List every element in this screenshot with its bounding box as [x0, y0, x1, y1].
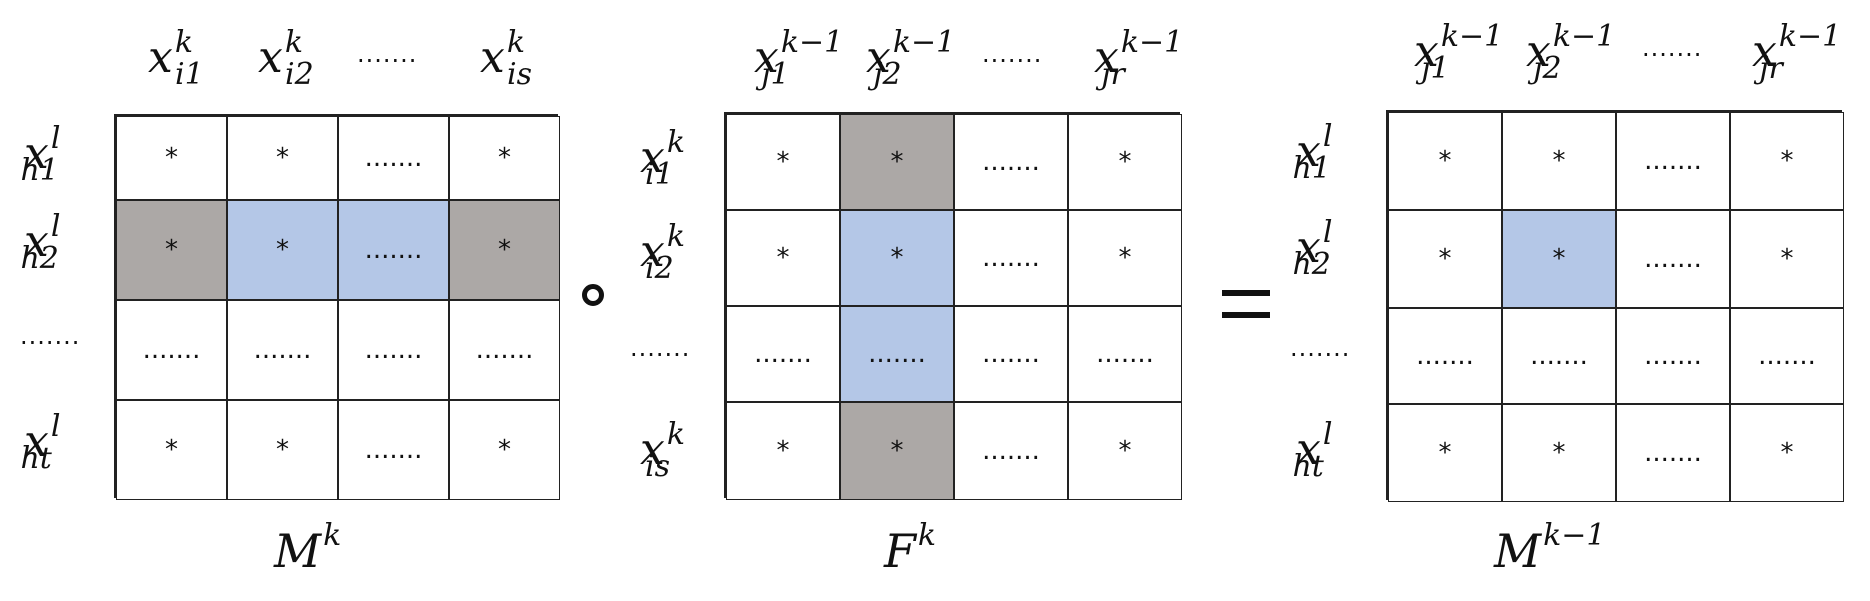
matrix_f-cell-r4-c2: * [840, 402, 954, 500]
m-col-header-4: xkis [480, 25, 533, 92]
r-col-header-2: xk−1j2 [1526, 19, 1616, 86]
r-col-header-1: xk−1j1 [1414, 19, 1504, 86]
matrix_result-cell-r3-c2: ....... [1502, 308, 1616, 404]
f-col-header-2: xk−1j2 [866, 25, 956, 92]
m-row-header-2: xlh2 [20, 209, 61, 276]
matrix_f-cell-r1-c3: ....... [954, 114, 1068, 210]
matrix_f-cell-r1-c1: * [726, 114, 840, 210]
matrix_m-cell-r3-c4: ....... [449, 300, 560, 400]
equals-operator [1222, 290, 1270, 322]
matrix_f-cell-r4-c1: * [726, 402, 840, 500]
matrix_f-cell-r3-c4: ....... [1068, 306, 1182, 402]
matrix_result-cell-r1-c3: ....... [1616, 112, 1730, 210]
matrix_m-cell-r4-c3: ....... [338, 400, 449, 500]
r-col-header-dots: ....... [1642, 34, 1703, 62]
matrix-f-grid: **.......***.......*....................… [724, 112, 1182, 500]
matrix_f-cell-r2-c3: ....... [954, 210, 1068, 306]
matrix_m-cell-r1-c2: * [227, 116, 338, 200]
matrix_f-cell-r3-c2: ....... [840, 306, 954, 402]
matrix_f-cell-r2-c1: * [726, 210, 840, 306]
matrix_m-cell-r3-c3: ....... [338, 300, 449, 400]
m-col-header-dots: ....... [357, 40, 418, 68]
matrix_m-cell-r1-c4: * [449, 116, 560, 200]
f-row-header-2: xki2 [640, 219, 686, 286]
matrix_result-cell-r4-c3: ....... [1616, 404, 1730, 502]
matrix_result-cell-r2-c3: ....... [1616, 210, 1730, 308]
m-col-header-2: xki2 [258, 25, 314, 92]
matrix_f-cell-r4-c4: * [1068, 402, 1182, 500]
matrix_result-cell-r3-c1: ....... [1388, 308, 1502, 404]
compose-operator [582, 284, 604, 306]
m-row-header-4: xlht [20, 409, 61, 476]
m-row-header-1: xlh1 [20, 121, 61, 188]
matrix_m-cell-r1-c3: ....... [338, 116, 449, 200]
f-col-header-dots: ....... [982, 40, 1043, 68]
r-row-header-dots: ....... [1290, 334, 1351, 362]
r-col-header-4: xk−1jr [1752, 19, 1842, 86]
f-col-header-4: xk−1jr [1094, 25, 1184, 92]
matrix_m-cell-r2-c3: ....... [338, 200, 449, 300]
matrix_f-cell-r2-c2: * [840, 210, 954, 306]
f-row-header-dots: ....... [630, 334, 691, 362]
matrix_m-cell-r4-c2: * [227, 400, 338, 500]
matrix_result-cell-r2-c2: * [1502, 210, 1616, 308]
matrix-f-title: Fk [884, 518, 937, 578]
matrix_result-cell-r2-c4: * [1730, 210, 1844, 308]
matrix_result-cell-r1-c4: * [1730, 112, 1844, 210]
matrix_f-cell-r1-c2: * [840, 114, 954, 210]
matrix_result-cell-r1-c1: * [1388, 112, 1502, 210]
r-row-header-2: xlh2 [1292, 215, 1333, 282]
f-col-header-1: xk−1j1 [754, 25, 844, 92]
matrix_m-cell-r3-c1: ....... [116, 300, 227, 400]
matrix_f-cell-r3-c3: ....... [954, 306, 1068, 402]
matrix_m-cell-r2-c1: * [116, 200, 227, 300]
m-row-header-dots: ....... [20, 322, 81, 350]
matrix-m-title: Mk [274, 518, 342, 578]
m-col-header-1: xki1 [148, 25, 204, 92]
matrix_m-cell-r4-c1: * [116, 400, 227, 500]
r-row-header-4: xlht [1292, 417, 1333, 484]
matrix_f-cell-r2-c4: * [1068, 210, 1182, 306]
matrix_m-cell-r4-c4: * [449, 400, 560, 500]
matrix_f-cell-r4-c3: ....... [954, 402, 1068, 500]
matrix_result-cell-r3-c3: ....... [1616, 308, 1730, 404]
matrix_result-cell-r4-c4: * [1730, 404, 1844, 502]
r-row-header-1: xlh1 [1292, 119, 1333, 186]
matrix-result-title: Mk−1 [1494, 518, 1606, 578]
matrix_m-cell-r3-c2: ....... [227, 300, 338, 400]
f-row-header-4: xkis [640, 417, 686, 484]
matrix_result-cell-r1-c2: * [1502, 112, 1616, 210]
matrix_f-cell-r1-c4: * [1068, 114, 1182, 210]
matrix_result-cell-r4-c2: * [1502, 404, 1616, 502]
matrix_result-cell-r3-c4: ....... [1730, 308, 1844, 404]
matrix_m-cell-r1-c1: * [116, 116, 227, 200]
matrix_result-cell-r2-c1: * [1388, 210, 1502, 308]
matrix-m-grid: **.......***.......*....................… [114, 114, 560, 500]
matrix-result-grid: **.......***.......*....................… [1386, 110, 1844, 502]
matrix_m-cell-r2-c4: * [449, 200, 560, 300]
matrix_f-cell-r3-c1: ....... [726, 306, 840, 402]
matrix_m-cell-r2-c2: * [227, 200, 338, 300]
f-row-header-1: xki1 [640, 125, 686, 192]
matrix_result-cell-r4-c1: * [1388, 404, 1502, 502]
